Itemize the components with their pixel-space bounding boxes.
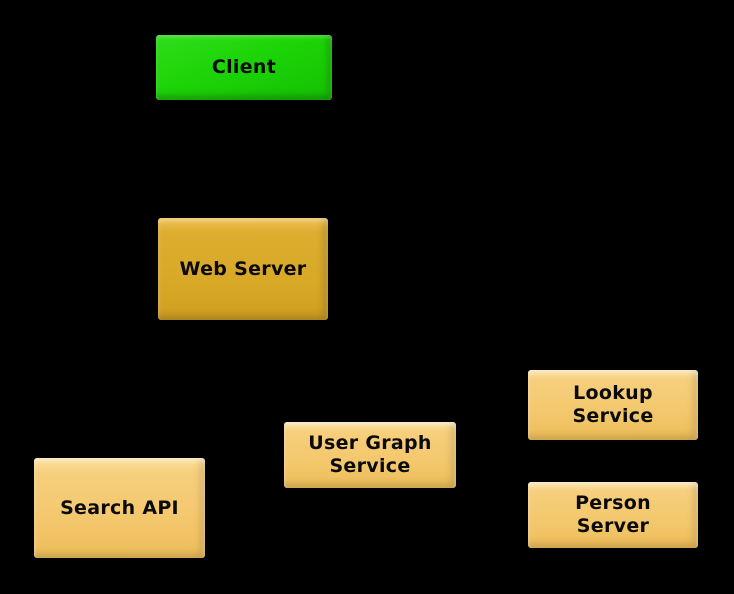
node-lookup-service-label: Lookup Service — [572, 382, 654, 427]
node-lookup-service: Lookup Service — [528, 370, 698, 440]
node-user-graph-service-label: User Graph Service — [308, 432, 432, 477]
node-client-label: Client — [211, 56, 277, 78]
node-person-server-label: Person Server — [575, 492, 651, 537]
node-person-server: Person Server — [528, 482, 698, 548]
node-web-server: Web Server — [158, 218, 328, 320]
node-search-api: Search API — [34, 458, 205, 558]
node-web-server-label: Web Server — [179, 257, 307, 280]
node-user-graph-service: User Graph Service — [284, 422, 456, 488]
node-client: Client — [156, 35, 332, 100]
node-search-api-label: Search API — [60, 496, 179, 519]
